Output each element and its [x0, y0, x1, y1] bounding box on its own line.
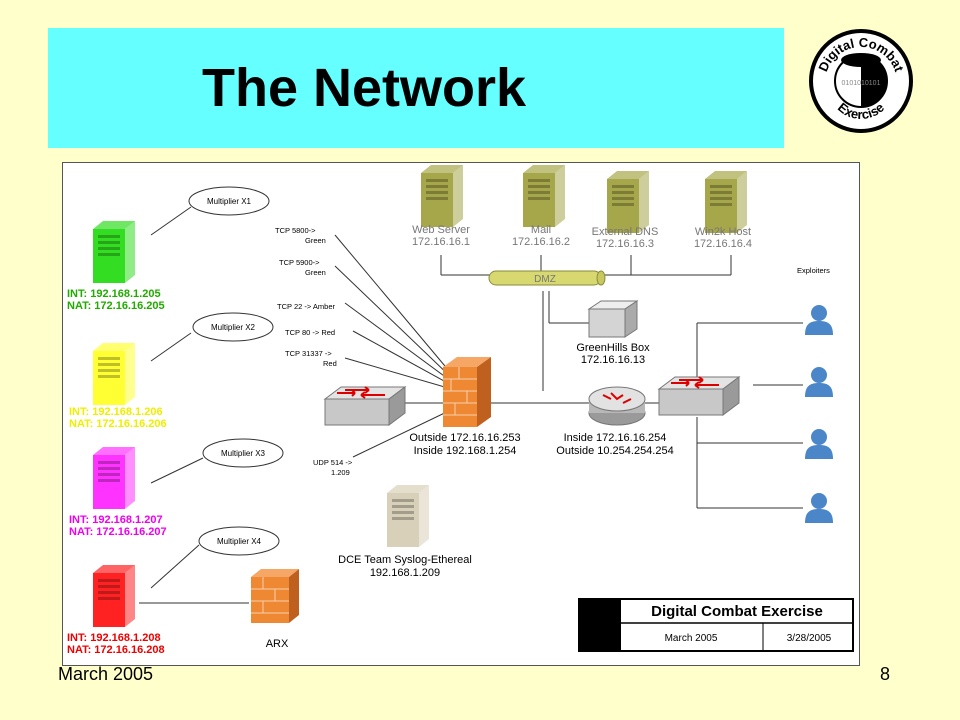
- host-yellow-icon: [93, 343, 135, 405]
- multiplier-label: Multiplier X3: [221, 449, 266, 458]
- router-outside-ip: Outside 10.254.254.254: [556, 445, 673, 457]
- firewall-icon: [251, 577, 289, 623]
- udp-rule-line: UDP 514 ->: [313, 458, 353, 467]
- syslog-server: DCE Team Syslog-Ethereal 192.168.1.209: [338, 485, 472, 579]
- user-icon: [805, 429, 833, 459]
- title-block-date: March 2005: [665, 633, 718, 644]
- router-inside-ip: Inside 172.16.16.254: [564, 432, 667, 444]
- user-icon: [805, 493, 833, 523]
- network-diagram: Multiplier X1 INT: 192.168.1.205 NAT: 17…: [62, 162, 860, 666]
- host-int-ip: INT: 192.168.1.206: [69, 406, 163, 418]
- server-icon: [523, 165, 565, 227]
- greenhills-ip: 172.16.16.13: [581, 354, 645, 366]
- user-icon: [805, 305, 833, 335]
- footer-date: March 2005: [58, 664, 154, 684]
- arx-label: ARX: [266, 638, 289, 650]
- switch-icon: [658, 376, 740, 416]
- host-green-icon: [93, 221, 135, 283]
- firewall-inside-ip: Inside 192.168.1.254: [414, 445, 517, 457]
- user-icon: [805, 367, 833, 397]
- server-ip: 172.16.16.1: [412, 236, 470, 248]
- appliance-icon: [588, 308, 626, 338]
- digital-combat-logo: Digital Combat Exercise 0101010101: [809, 29, 913, 133]
- rule-line: Red: [323, 359, 337, 368]
- exploiters-label: Exploiters: [797, 266, 830, 275]
- dmz-bus: DMZ: [488, 270, 606, 286]
- multiplier-x2: Multiplier X2 INT: 192.168.1.206 NAT: 17…: [69, 312, 274, 430]
- slide-title: The Network: [201, 58, 527, 118]
- syslog-ip: 192.168.1.209: [370, 567, 440, 579]
- host-nat-ip: NAT: 172.16.16.205: [67, 300, 165, 312]
- title-block-revision: 3/28/2005: [787, 633, 832, 644]
- rule-line: TCP 31337 ->: [285, 349, 332, 358]
- switch-icon: [324, 386, 406, 426]
- host-red-icon: [93, 565, 135, 627]
- host-nat-ip: NAT: 172.16.16.207: [69, 526, 167, 538]
- server-ip: 172.16.16.2: [512, 236, 570, 248]
- server-ip: 172.16.16.4: [694, 238, 752, 250]
- multiplier-x4: Multiplier X4 INT: 192.168.1.208 NAT: 17…: [67, 526, 280, 656]
- firewall-icon: [443, 367, 477, 427]
- multiplier-label: Multiplier X4: [217, 537, 262, 546]
- title-block-title: Digital Combat Exercise: [651, 603, 823, 620]
- rule-line: TCP 22 -> Amber: [277, 302, 336, 311]
- server-icon: [387, 485, 429, 547]
- rule-line: TCP 5800->: [275, 226, 316, 235]
- greenhills-box: GreenHills Box 172.16.16.13: [576, 300, 650, 366]
- dmz-server-mail: Mail 172.16.16.2: [512, 165, 570, 248]
- server-name: Web Server: [412, 224, 470, 236]
- router: Inside 172.16.16.254 Outside 10.254.254.…: [556, 386, 674, 457]
- host-int-ip: INT: 192.168.1.207: [69, 514, 163, 526]
- rule-line: Green: [305, 268, 326, 277]
- server-icon: [607, 171, 649, 233]
- multiplier-x3: Multiplier X3 INT: 192.168.1.207 NAT: 17…: [69, 438, 284, 538]
- host-nat-ip: NAT: 172.16.16.208: [67, 644, 165, 656]
- dmz-label: DMZ: [534, 274, 556, 285]
- server-icon: [705, 171, 747, 233]
- logo-binary: 0101010101: [842, 80, 881, 87]
- server-ip: 172.16.16.3: [596, 238, 654, 250]
- host-int-ip: INT: 192.168.1.208: [67, 632, 161, 644]
- host-int-ip: INT: 192.168.1.205: [67, 288, 161, 300]
- server-icon: [421, 165, 463, 227]
- dmz-server-web: Web Server 172.16.16.1: [412, 165, 470, 248]
- title-bar: The Network: [48, 28, 784, 148]
- firewall-outside-ip: Outside 172.16.16.253: [409, 432, 520, 444]
- arx-firewall: ARX: [251, 569, 299, 650]
- logo-text-bottom: Exercise: [835, 100, 887, 123]
- host-nat-ip: NAT: 172.16.16.206: [69, 418, 167, 430]
- server-name: Mail: [531, 224, 551, 236]
- syslog-name: DCE Team Syslog-Ethereal: [338, 554, 472, 566]
- dmz-server-win2k: Win2k Host 172.16.16.4: [694, 171, 752, 250]
- server-name: Win2k Host: [695, 226, 751, 238]
- greenhills-name: GreenHills Box: [576, 342, 650, 354]
- rule-line: TCP 5900->: [279, 258, 320, 267]
- udp-rule-line: 1.209: [331, 468, 350, 477]
- main-firewall: Outside 172.16.16.253 Inside 192.168.1.2…: [409, 357, 521, 457]
- dmz-server-dns: External DNS 172.16.16.3: [592, 171, 659, 250]
- svg-text:Exercise: Exercise: [835, 100, 887, 123]
- firewall-rules: TCP 5800-> Green TCP 5900-> Green TCP 22…: [275, 226, 353, 477]
- rule-line: Green: [305, 236, 326, 245]
- multiplier-label: Multiplier X1: [207, 197, 252, 206]
- host-magenta-icon: [93, 447, 135, 509]
- title-block: Digital Combat Exercise March 2005 3/28/…: [578, 598, 854, 652]
- rule-line: TCP 80 -> Red: [285, 328, 335, 337]
- multiplier-x1: Multiplier X1 INT: 192.168.1.205 NAT: 17…: [67, 186, 270, 312]
- multiplier-label: Multiplier X2: [211, 323, 256, 332]
- server-name: External DNS: [592, 226, 659, 238]
- page-number: 8: [880, 664, 891, 684]
